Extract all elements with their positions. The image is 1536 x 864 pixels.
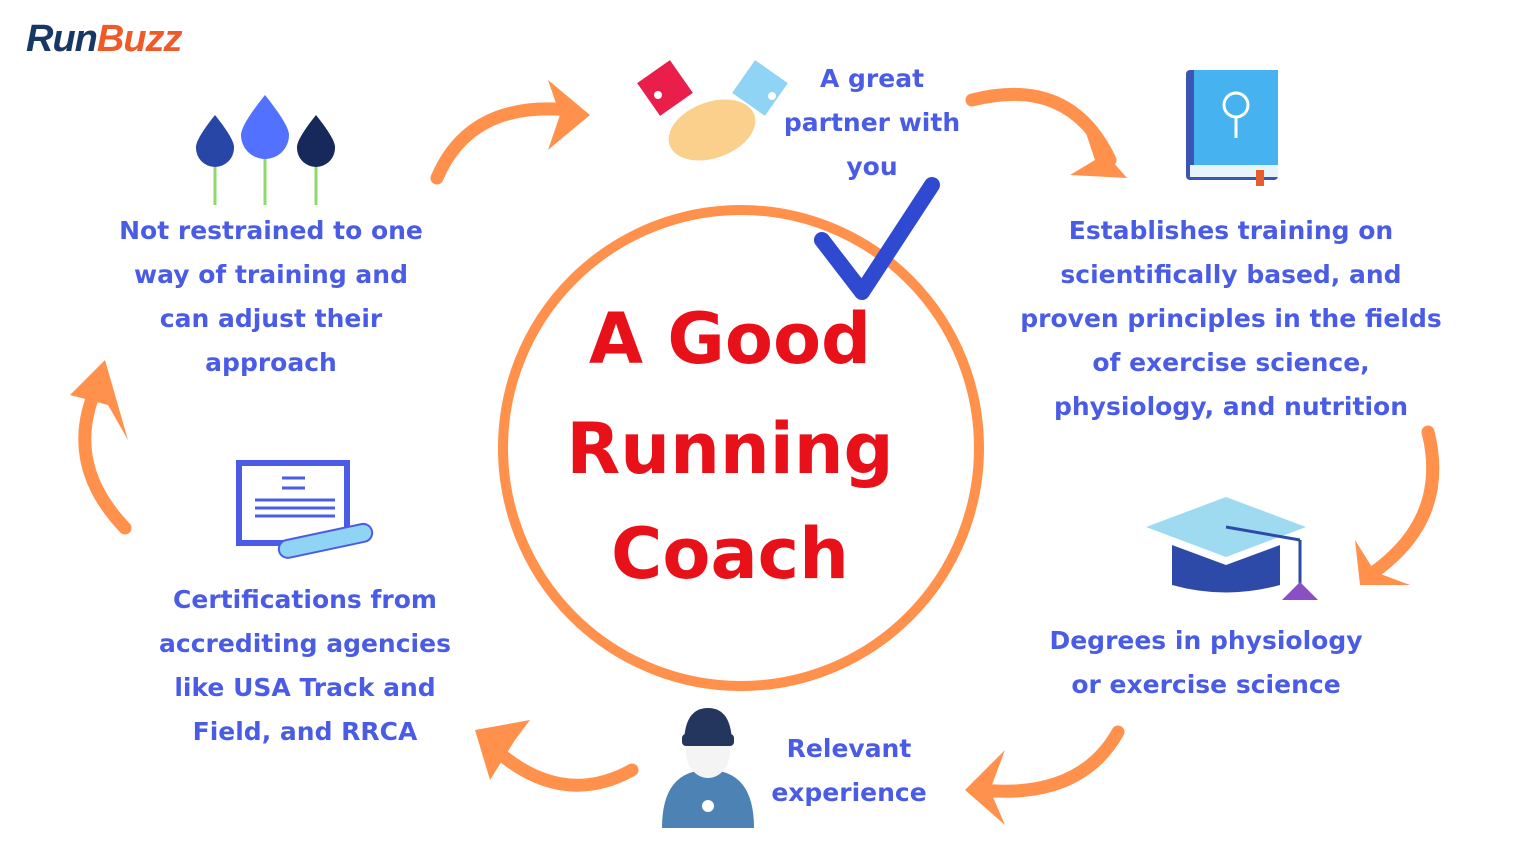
runbuzz-logo: RunBuzz [26, 18, 183, 61]
arrow-1-head [548, 80, 590, 150]
book-icon [1186, 70, 1278, 186]
item-degrees: Degrees in physiology or exercise science [1049, 619, 1362, 707]
text-line: Establishes training on [1068, 216, 1394, 245]
arrow-4-head [965, 750, 1005, 825]
arrow-2 [965, 87, 1117, 167]
item-flexible-approach: Not restrained to one way of training and… [119, 209, 423, 385]
arrow-5 [483, 738, 639, 792]
text-line: you [846, 152, 898, 181]
item-scientific-training: Establishes training on scientifically ba… [1020, 209, 1441, 429]
title-line-3: Coach [610, 513, 850, 595]
handshake-icon [637, 60, 788, 161]
item-great-partner: A great partner with you [784, 57, 960, 189]
text-line: physiology, and nutrition [1053, 392, 1409, 421]
text-line: Relevant [786, 734, 912, 763]
center-circle [498, 205, 984, 691]
text-line: like USA Track and [174, 673, 436, 702]
text-line: partner with [783, 108, 961, 137]
logo-part-buzz: Buzz [96, 18, 183, 60]
coach-icon [662, 708, 754, 828]
text-line: can adjust their [159, 304, 383, 333]
title-line-2: Running [566, 408, 894, 490]
text-line: way of training and [134, 260, 408, 289]
arrow-2-head [1070, 130, 1127, 178]
text-line: Degrees in physiology [1049, 626, 1363, 655]
title-line-1: A Good [588, 298, 872, 380]
text-line: Not restrained to one [119, 216, 423, 245]
text-line: Field, and RRCA [192, 717, 418, 746]
text-line: or exercise science [1071, 670, 1341, 699]
text-line: of exercise science, [1092, 348, 1370, 377]
arrow-1 [430, 102, 577, 185]
arrow-3 [1363, 425, 1440, 582]
item-certifications: Certifications from accrediting agencies l… [159, 578, 451, 754]
arrow-5-head [475, 720, 530, 780]
check-icon [814, 177, 940, 300]
text-line: experience [771, 778, 927, 807]
text-line: accrediting agencies [159, 629, 451, 658]
arrow-6-head [70, 360, 128, 440]
arrow-4 [973, 725, 1125, 798]
text-line: Certifications from [173, 585, 437, 614]
text-line: proven principles in the fields [1020, 304, 1442, 333]
arrow-3-head [1355, 540, 1410, 585]
text-line: scientifically based, and [1060, 260, 1402, 289]
tulips-icon [195, 95, 336, 205]
certificate-icon [236, 460, 374, 559]
graduation-cap-icon [1146, 497, 1318, 600]
item-experience: Relevant experience [771, 727, 926, 815]
logo-part-run: Run [26, 18, 98, 60]
text-line: A great [819, 64, 925, 93]
text-line: approach [205, 348, 337, 377]
